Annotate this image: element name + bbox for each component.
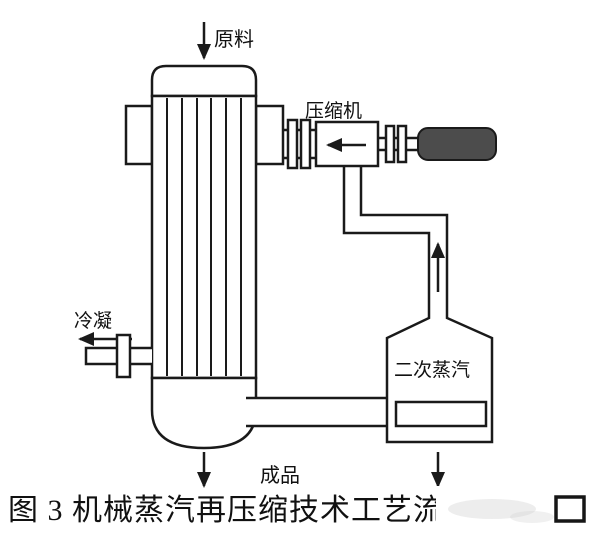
column-bottom-dish <box>150 376 258 450</box>
vessel-inner-duct <box>394 400 488 428</box>
vessel-details: 二次蒸汽 <box>394 359 488 488</box>
blur-smudge <box>510 511 554 523</box>
product-label: 成品 <box>260 464 300 487</box>
inlet-flange <box>286 118 299 170</box>
column-dome <box>150 64 258 98</box>
caption-text: 图 3 机械蒸汽再压缩技术工艺流 <box>8 494 444 527</box>
motor <box>417 127 497 161</box>
condensate-label: 冷凝 <box>74 310 112 332</box>
blur-smudge <box>448 499 536 519</box>
secondary-vapor-label: 二次蒸汽 <box>394 359 470 381</box>
condensate-outlet: 冷凝 <box>74 310 152 379</box>
compressor-assembly: 压缩机 <box>283 100 497 170</box>
condensate-flange <box>115 333 132 379</box>
shaft-flange <box>396 124 408 164</box>
compressor-label: 压缩机 <box>305 100 362 122</box>
inlet-flange <box>299 118 312 170</box>
riser-pipe <box>342 166 449 313</box>
right-nozzle-block <box>254 104 285 166</box>
feed-label: 原料 <box>214 28 254 51</box>
watermark-blur-patch <box>436 486 566 534</box>
product-stream: 成品 <box>197 452 300 488</box>
left-nozzle-block <box>124 104 154 166</box>
duct-walls <box>246 396 387 428</box>
duct-body <box>246 399 384 425</box>
vapor-piping <box>342 166 449 313</box>
feed-stream: 原料 <box>197 22 254 60</box>
watermark-remnant <box>554 495 586 523</box>
evaporator-column <box>124 64 285 450</box>
bottom-duct <box>246 396 387 428</box>
figure-caption: 图 3 机械蒸汽再压缩技术工艺流 <box>8 494 444 527</box>
remnant-glyph <box>554 495 586 523</box>
heat-exchanger-tubes <box>166 98 242 376</box>
shaft-flange <box>384 124 396 164</box>
